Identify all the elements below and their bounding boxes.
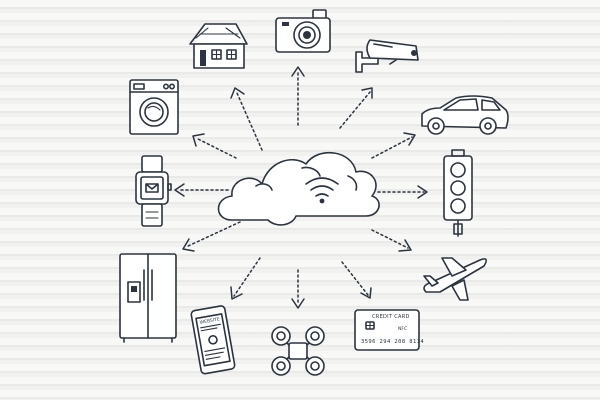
wifi-icon [305, 177, 339, 204]
refrigerator-icon [119, 253, 177, 343]
washing-machine-icon [129, 79, 179, 135]
smartphone-icon: WEBSITE [190, 305, 236, 375]
arrow-to-airplane [371, 229, 412, 252]
arrow-to-house [230, 87, 263, 151]
credit-card-nfc: NFC [398, 326, 407, 332]
credit-card-number: 3596 294 208 8114 [361, 339, 424, 345]
credit-card-title: CREDIT CARD [372, 314, 410, 320]
arrow-to-security-camera [339, 87, 373, 129]
smartphone-header: WEBSITE [199, 316, 220, 325]
arrow-to-car [371, 132, 416, 159]
drone-icon [271, 326, 325, 376]
camera-icon [275, 9, 331, 53]
credit-card-icon: CREDIT CARD NFC 3596 294 208 8114 [354, 309, 424, 351]
arrow-to-traffic-light [377, 185, 428, 199]
house-icon [189, 23, 248, 69]
arrow-to-credit-card [341, 261, 372, 299]
security-camera-icon [355, 39, 419, 73]
arrow-to-drone [291, 269, 305, 309]
arrow-to-smartphone [230, 257, 261, 300]
car-icon [421, 95, 509, 135]
arrow-to-smartwatch [174, 183, 229, 197]
connection-arrows [174, 66, 428, 309]
cloud-wifi-icon [217, 151, 380, 226]
arrow-to-camera [291, 66, 305, 126]
smartwatch-icon [135, 155, 172, 227]
traffic-light-icon [443, 149, 473, 237]
arrow-to-washing-machine [192, 133, 237, 159]
airplane-icon [423, 257, 488, 301]
arrow-to-refrigerator [182, 221, 241, 252]
